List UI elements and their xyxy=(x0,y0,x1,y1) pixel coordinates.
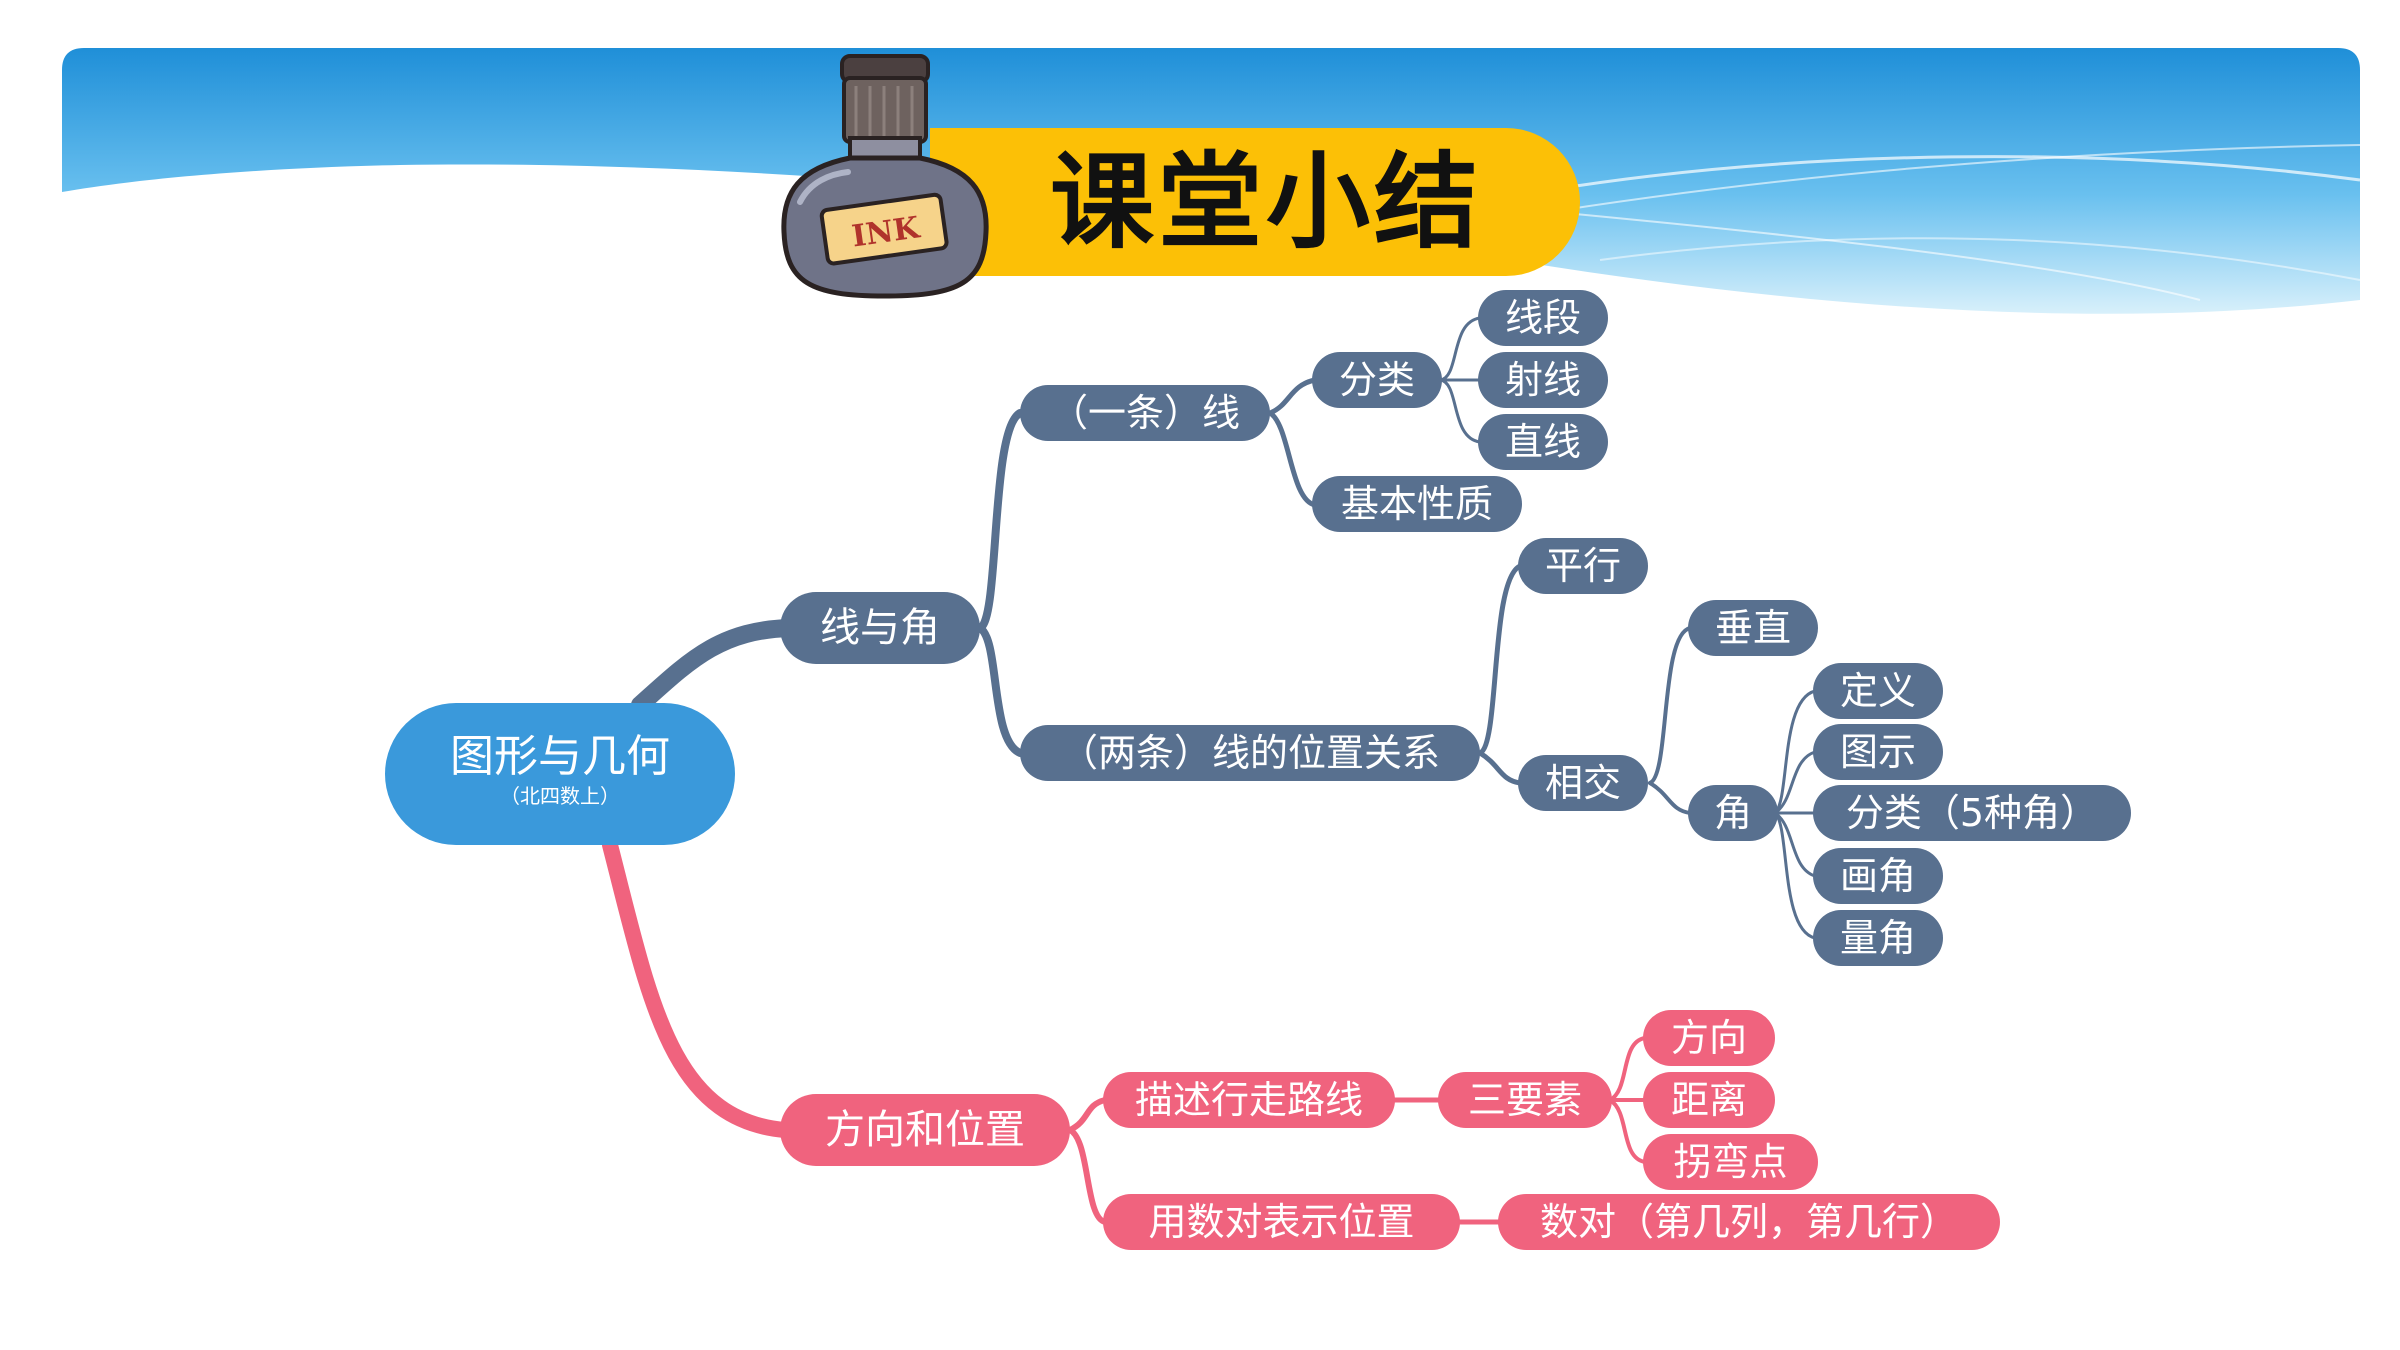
node-angle-definition: 定义 xyxy=(1813,663,1943,719)
node-basic-property: 基本性质 xyxy=(1312,476,1522,532)
title-background xyxy=(930,128,1580,276)
node-lines-angles: 线与角 xyxy=(780,592,980,664)
node-describe-route: 描述行走路线 xyxy=(1103,1072,1395,1128)
node-single-line: （一条）线 xyxy=(1020,385,1270,441)
node-angle-diagram: 图示 xyxy=(1813,724,1943,780)
root-title: 图形与几何 xyxy=(450,731,670,782)
node-pair-detail: 数对（第几列，第几行） xyxy=(1498,1194,2000,1250)
page-title: 课堂小结 xyxy=(1050,141,1483,263)
node-turning-point: 拐弯点 xyxy=(1643,1134,1818,1190)
node-two-lines: （两条）线的位置关系 xyxy=(1020,725,1480,781)
node-measure-angle: 量角 xyxy=(1813,910,1943,966)
node-distance: 距离 xyxy=(1643,1072,1775,1128)
node-classification: 分类 xyxy=(1312,352,1442,408)
node-direction: 方向 xyxy=(1643,1010,1775,1066)
node-number-pairs: 用数对表示位置 xyxy=(1103,1194,1460,1250)
node-direction-position: 方向和位置 xyxy=(780,1094,1070,1166)
node-straight-line: 直线 xyxy=(1478,414,1608,470)
node-three-elements: 三要素 xyxy=(1438,1072,1612,1128)
node-perpendicular: 垂直 xyxy=(1688,600,1818,656)
node-angle: 角 xyxy=(1688,785,1778,841)
root-node: 图形与几何 （北四数上） xyxy=(385,703,735,845)
root-subtitle: （北四数上） xyxy=(500,784,620,808)
node-angle-classification: 分类（5种角） xyxy=(1813,785,2131,841)
node-parallel: 平行 xyxy=(1518,538,1648,594)
node-draw-angle: 画角 xyxy=(1813,848,1943,904)
ink-bottle-icon: INK xyxy=(781,54,989,299)
node-intersect: 相交 xyxy=(1518,755,1648,811)
node-line-segment: 线段 xyxy=(1478,290,1608,346)
node-ray: 射线 xyxy=(1478,352,1608,408)
